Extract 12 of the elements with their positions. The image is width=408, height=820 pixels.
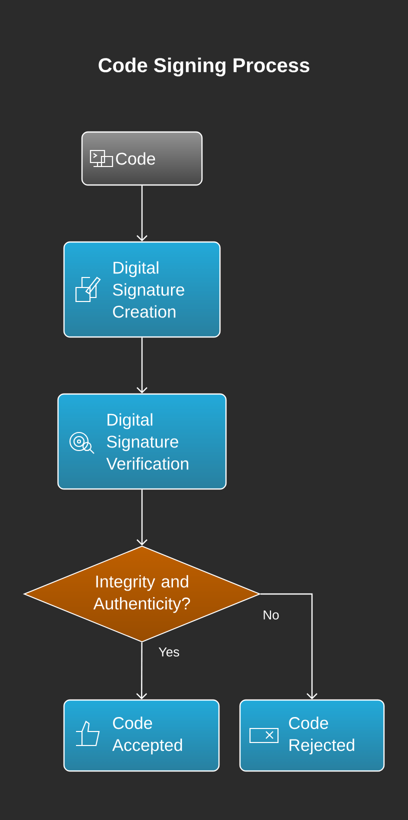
arrow bbox=[136, 642, 148, 700]
arrow bbox=[260, 593, 318, 700]
title: Code Signing Process bbox=[98, 58, 310, 76]
arrow bbox=[136, 490, 148, 546]
process-box: Code Accepted bbox=[63, 699, 220, 772]
arrow bbox=[136, 338, 148, 394]
edge-label: No bbox=[262, 609, 280, 621]
process-box: Code Rejected bbox=[239, 699, 385, 772]
process-box: Digital Signature Verification bbox=[57, 393, 227, 490]
process-box: Digital Signature Creation bbox=[63, 241, 221, 338]
arrow bbox=[136, 186, 148, 242]
process-box: Code bbox=[81, 131, 203, 186]
